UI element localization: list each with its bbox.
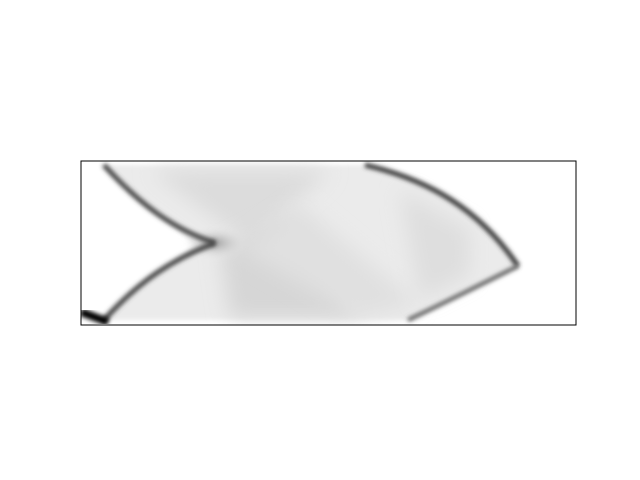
material-field — [81, 161, 521, 325]
plot-frame — [80, 160, 577, 326]
strut-right-lower-diagonal — [407, 264, 519, 322]
strut-left-bottom-corner — [81, 308, 110, 325]
strut-lower-diagonal — [102, 240, 216, 322]
strut-upper-diagonal — [102, 163, 216, 246]
shading-right-lobe — [400, 190, 470, 300]
shading-band-diagonal — [240, 205, 420, 318]
strut-right-upper-arc — [364, 162, 521, 268]
shading-band-upper — [150, 170, 330, 245]
